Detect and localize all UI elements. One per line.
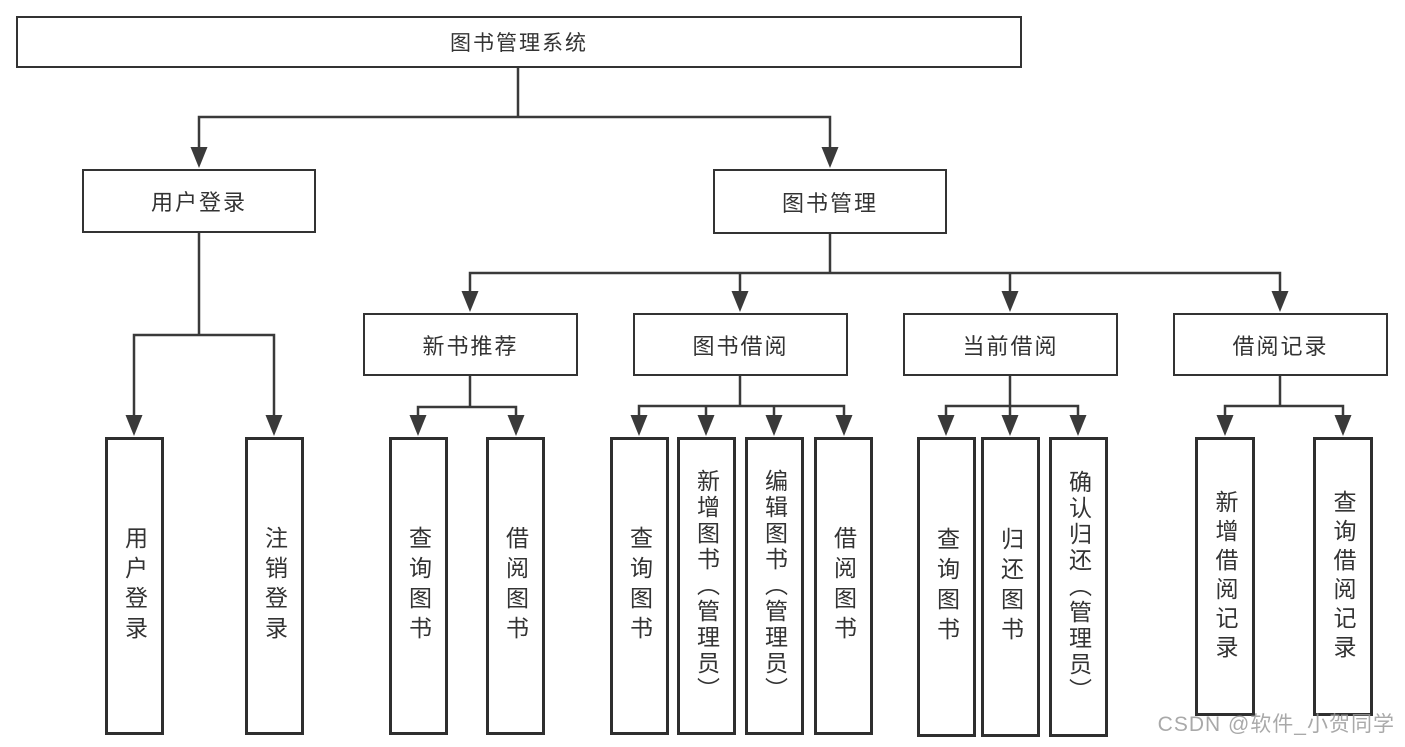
leaf-newbook-query-books: 查询图书: [389, 437, 448, 735]
node-label: 查询图书: [626, 526, 653, 646]
node-new-book-recommendation: 新书推荐: [363, 313, 578, 376]
node-label: 查询借阅记录: [1330, 489, 1356, 664]
node-label: 确认归还（管理员）: [1065, 470, 1092, 704]
leaf-current-return-books: 归还图书: [981, 437, 1040, 737]
node-label: 编辑图书（管理员）: [761, 469, 788, 703]
node-label: 图书管理系统: [450, 32, 588, 55]
node-label: 借阅记录: [1232, 333, 1329, 359]
csdn-watermark: CSDN @软件_小贺同学: [1157, 713, 1395, 736]
leaf-records-add-record: 新增借阅记录: [1195, 437, 1255, 716]
node-label: 注销登录: [261, 526, 288, 646]
node-label: 图书管理: [781, 190, 878, 216]
leaf-current-query-books: 查询图书: [917, 437, 976, 737]
node-label: 新增图书（管理员）: [693, 469, 720, 703]
node-label: 新书推荐: [422, 333, 519, 359]
node-label: 当前借阅: [962, 333, 1059, 359]
node-label: 借阅图书: [502, 526, 529, 646]
node-user-login: 用户登录: [82, 169, 316, 233]
node-library-system: 图书管理系统: [16, 16, 1022, 68]
node-book-management: 图书管理: [713, 169, 947, 234]
leaf-borrow-borrow-books: 借阅图书: [814, 437, 873, 735]
node-book-borrowing: 图书借阅: [633, 313, 848, 376]
leaf-newbook-borrow-books: 借阅图书: [486, 437, 545, 735]
leaf-borrow-query-books: 查询图书: [610, 437, 669, 735]
node-label: 查询图书: [933, 527, 960, 647]
leaf-logout: 注销登录: [245, 437, 304, 735]
node-label: 新增借阅记录: [1212, 489, 1238, 664]
leaf-borrow-add-books-admin: 新增图书（管理员）: [677, 437, 736, 735]
node-label: 借阅图书: [830, 526, 857, 646]
leaf-user-login: 用户登录: [105, 437, 164, 735]
node-borrowing-records: 借阅记录: [1173, 313, 1388, 376]
node-label: 归还图书: [997, 527, 1024, 647]
node-label: 图书借阅: [692, 333, 789, 359]
leaf-borrow-edit-books-admin: 编辑图书（管理员）: [745, 437, 804, 735]
leaf-current-confirm-return-admin: 确认归还（管理员）: [1049, 437, 1108, 737]
leaf-records-query-record: 查询借阅记录: [1313, 437, 1373, 716]
node-label: 用户登录: [121, 526, 148, 646]
node-label: 查询图书: [405, 526, 432, 646]
node-current-borrowing: 当前借阅: [903, 313, 1118, 376]
node-label: 用户登录: [150, 190, 247, 215]
